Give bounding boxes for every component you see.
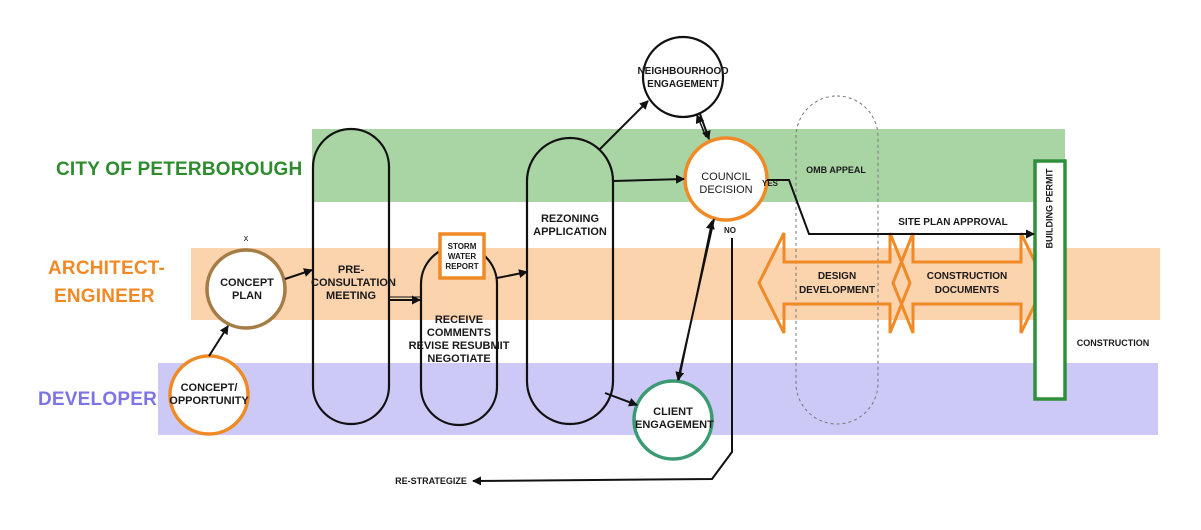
connector-plan-to-preconsult — [284, 268, 313, 280]
architect-lane-label-line1: ARCHITECT- — [48, 258, 166, 279]
connector-comments-to-rezoning — [496, 269, 528, 279]
architect-lane-band — [191, 248, 1160, 320]
client-engagement-label: CLIENT ENGAGEMENT — [635, 406, 714, 431]
x-mark: x — [243, 233, 249, 243]
connector-opportunity-to-plan — [208, 325, 229, 357]
omb-appeal-label: OMB APPEAL — [806, 165, 866, 175]
client-engagement-circle — [632, 379, 714, 461]
connector-council-no-to-restrategize — [472, 238, 733, 486]
pre-consultation-capsule — [311, 127, 391, 426]
rezoning-capsule — [525, 136, 615, 426]
connector-rezoning-to-neighbourhood — [598, 100, 649, 151]
design-development-label: DESIGN DEVELOPMENT — [798, 271, 876, 296]
council-decision-label: COUNCIL DECISION — [699, 171, 753, 196]
construction-label: CONSTRUCTION — [1076, 338, 1150, 348]
connector-council-to-neighbourhood — [695, 114, 707, 138]
neighbourhood-engagement-circle — [641, 35, 725, 119]
omb-appeal-capsule — [795, 95, 879, 425]
connector-rezoning-to-council — [612, 174, 685, 184]
storm-water-report-box — [438, 232, 486, 280]
re-strategize-label: RE-STRATEGIZE — [395, 476, 467, 486]
city-lane-label: CITY OF PETERBOROUGH — [56, 159, 303, 180]
developer-lane-label: DEVELOPER — [38, 389, 157, 410]
no-label: NO — [724, 226, 736, 235]
concept-plan-label: CONCEPT PLAN — [220, 277, 274, 302]
site-plan-approval-label: SITE PLAN APPROVAL — [898, 217, 1008, 228]
yes-label: YES — [761, 179, 778, 188]
building-permit-box — [1033, 159, 1067, 401]
connector-client-to-council — [678, 220, 715, 381]
building-permit-label: BUILDING PERMIT — [1044, 168, 1055, 249]
connector-council-yes-to-permit — [767, 179, 1035, 239]
rezoning-application-label: REZONING APPLICATION — [533, 213, 607, 238]
neighbourhood-engagement-label: NEIGHBOURHOOD ENGAGEMENT — [637, 66, 729, 90]
receive-comments-label: RECEIVE COMMENTS REVISE RESUBMIT NEGOTIA… — [408, 314, 510, 365]
construction-documents-label: CONSTRUCTION DOCUMENTS — [926, 271, 1008, 296]
pre-consultation-label: PRE- CONSULTATION MEETING — [311, 264, 396, 302]
concept-plan-circle — [205, 248, 287, 330]
concept-opportunity-label: CONCEPT/ OPPORTUNITY — [169, 382, 249, 407]
storm-water-report-label: STORM WATER REPORT — [445, 242, 479, 271]
design-development-arrow — [757, 232, 912, 334]
architect-lane-label-line2: ENGINEER — [54, 286, 155, 307]
connector-rezoning-to-client — [604, 392, 638, 407]
